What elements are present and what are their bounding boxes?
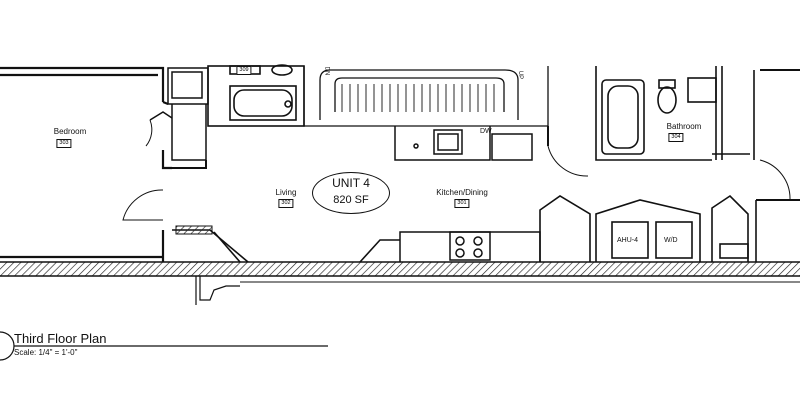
kitchen-upper-counter bbox=[394, 126, 533, 161]
unit-ellipse bbox=[312, 172, 390, 214]
bedroom-door-swing bbox=[122, 189, 164, 221]
kitchen-label: Kitchen/Dining bbox=[436, 188, 488, 197]
unit-area: 820 SF bbox=[333, 194, 369, 206]
bedroom-label: Bedroom bbox=[53, 127, 87, 136]
stair-treads bbox=[341, 84, 495, 112]
lower-closets bbox=[539, 194, 757, 262]
closet-door-swing bbox=[145, 119, 153, 147]
stair-door-swing bbox=[547, 145, 589, 177]
right-bathroom bbox=[595, 66, 755, 161]
top-tag: 309 bbox=[236, 66, 252, 75]
corridor-walls bbox=[172, 126, 549, 169]
washer-dryer-label: W/D bbox=[664, 237, 678, 244]
bathroom-label: Bathroom bbox=[666, 122, 702, 131]
bathroom-number: 304 bbox=[668, 133, 684, 142]
living-front-wall bbox=[172, 229, 400, 263]
living-label: Living bbox=[275, 188, 297, 197]
title-block bbox=[0, 331, 328, 361]
entry-hatch bbox=[175, 225, 213, 235]
bedroom-walls bbox=[0, 66, 172, 262]
bedroom-number: 303 bbox=[56, 139, 72, 148]
bathroom-door-swing bbox=[759, 159, 791, 201]
living-number: 302 bbox=[278, 199, 294, 208]
scale-note: Scale: 1/4" = 1'-0" bbox=[14, 348, 78, 357]
plan-title: Third Floor Plan bbox=[14, 331, 107, 346]
foundation-step bbox=[195, 276, 240, 305]
ahu-label: AHU-4 bbox=[617, 237, 639, 244]
dishwasher-label: DW bbox=[480, 128, 492, 135]
kitchen-lower-counter bbox=[399, 231, 541, 262]
top-bathroom bbox=[207, 64, 305, 127]
right-wall bbox=[756, 69, 800, 201]
stair bbox=[303, 66, 549, 127]
unit-name: UNIT 4 bbox=[332, 176, 370, 190]
kitchen-number: 301 bbox=[454, 199, 470, 208]
stair-dn-label: DN bbox=[323, 66, 330, 76]
stair-up-label: UP bbox=[517, 70, 524, 80]
exterior-wall-bottom bbox=[0, 261, 800, 283]
bedroom-closet bbox=[149, 67, 209, 161]
